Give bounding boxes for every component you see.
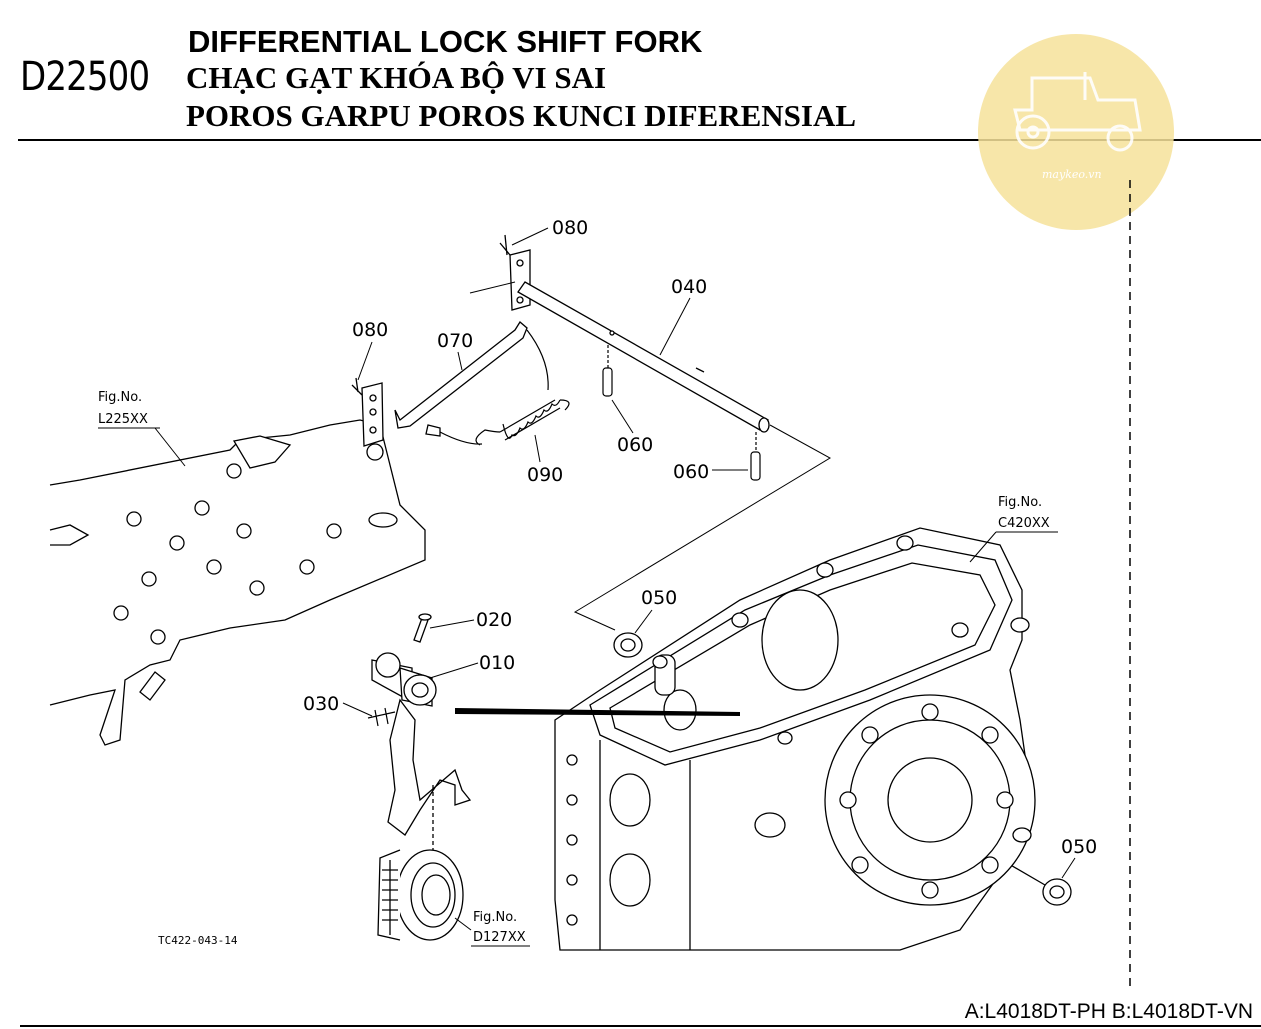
label-080-top: 080 xyxy=(552,217,588,239)
label-060-a: 060 xyxy=(617,434,653,456)
pin-060-b xyxy=(750,432,761,481)
svg-text:Fig.No.: Fig.No. xyxy=(998,495,1042,510)
bracket-left xyxy=(351,377,384,447)
watermark-badge xyxy=(978,34,1174,230)
label-060-b: 060 xyxy=(673,461,709,483)
title-vietnamese: CHẠC GẠT KHÓA BỘ VI SAI xyxy=(186,60,607,95)
label-050-a: 050 xyxy=(641,587,677,609)
seal-050-a xyxy=(613,632,643,658)
title-english: DIFFERENTIAL LOCK SHIFT FORK xyxy=(188,24,703,59)
section-code: D22500 xyxy=(20,54,150,100)
watermark-text: maykeo.vn xyxy=(1042,168,1102,181)
rod-070 xyxy=(394,321,528,437)
spring-090 xyxy=(439,329,570,446)
label-040: 040 xyxy=(671,276,707,298)
pin-060-a xyxy=(602,345,613,397)
svg-text:C420XX: C420XX xyxy=(998,516,1050,531)
model-footer: A:L4018DT-PH B:L4018DT-VN xyxy=(964,1000,1253,1023)
drawing-caption: TC422-043-14 xyxy=(158,934,238,947)
shaft-040 xyxy=(517,281,770,433)
diff-lock-coupling xyxy=(377,785,464,941)
svg-text:D127XX: D127XX xyxy=(473,930,526,945)
label-090: 090 xyxy=(527,464,563,486)
transmission-case xyxy=(554,527,1036,951)
svg-text:L225XX: L225XX xyxy=(98,412,148,427)
svg-text:Fig.No.: Fig.No. xyxy=(98,390,142,405)
bracket-top xyxy=(499,234,531,311)
label-080-left: 080 xyxy=(352,319,388,341)
pin-030 xyxy=(367,707,396,727)
header-rule xyxy=(18,139,1261,141)
bolt-020 xyxy=(413,613,432,643)
tractor-icon xyxy=(1013,72,1142,152)
fig-ref-c420: Fig.No. C420XX xyxy=(969,495,1058,563)
label-050-b: 050 xyxy=(1061,836,1097,858)
hydraulic-plate xyxy=(49,419,426,746)
footer-rule xyxy=(20,1025,1261,1027)
label-010: 010 xyxy=(479,652,515,674)
label-030: 030 xyxy=(303,693,339,715)
title-indonesian: POROS GARPU POROS KUNCI DIFERENSIAL xyxy=(186,98,857,133)
fig-ref-l225: Fig.No. L225XX xyxy=(98,390,186,467)
shift-fork-010 xyxy=(371,652,472,836)
label-070: 070 xyxy=(437,330,473,352)
label-020: 020 xyxy=(476,609,512,631)
fig-ref-d127: Fig.No. D127XX xyxy=(454,910,530,947)
leader-lines xyxy=(469,281,832,631)
install-arrow xyxy=(455,708,740,716)
svg-text:Fig.No.: Fig.No. xyxy=(473,910,517,925)
